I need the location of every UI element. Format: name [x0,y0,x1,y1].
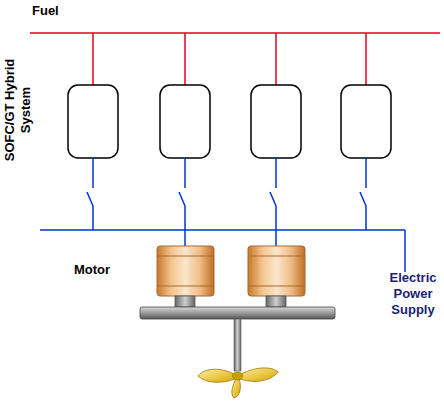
gear-shaft [140,307,335,371]
fuel-line [30,33,440,85]
fuel-label: Fuel [32,3,59,19]
electric-bus [40,158,405,272]
motor-symbol [157,246,305,307]
motor-label: Motor [74,262,110,278]
propeller [198,368,278,398]
supply-label: Electric Power Supply [384,270,442,318]
system-label: SOFC/GT Hybrid System [2,50,34,170]
sofc-gt-unit [68,85,391,158]
